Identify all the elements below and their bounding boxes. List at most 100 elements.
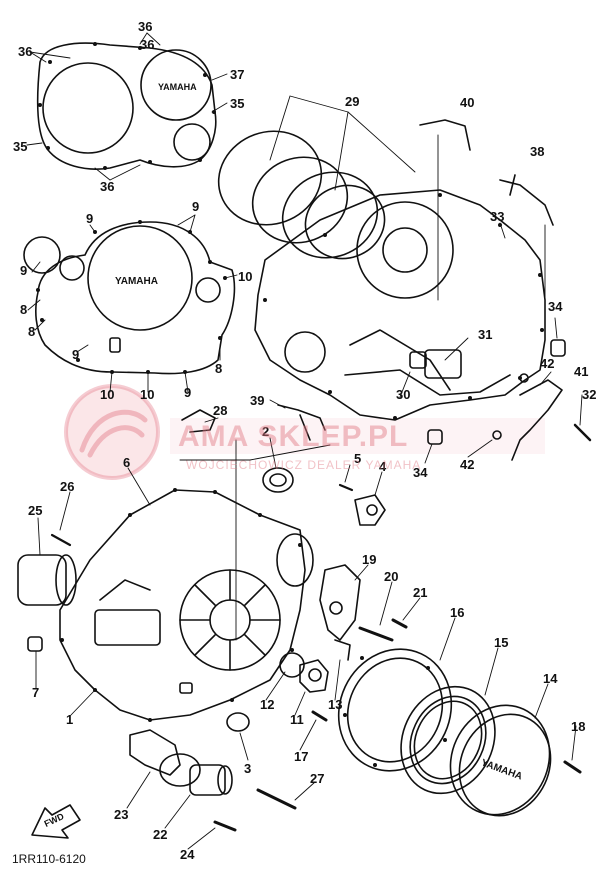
- callout-8-b: 8: [28, 324, 36, 339]
- callout-2: 2: [262, 424, 270, 439]
- bolt-17: [311, 710, 328, 722]
- callout-10-a: 10: [238, 269, 253, 284]
- cover-gasket-mid: YAMAHA: [23, 220, 236, 375]
- yamaha-logo-text-3: YAMAHA: [479, 758, 523, 783]
- callout-14: 14: [543, 671, 558, 686]
- bracket-38: [499, 174, 554, 226]
- callout-8-a: 8: [20, 302, 28, 317]
- callout-10-c: 10: [140, 387, 155, 402]
- plate-19: [319, 564, 361, 641]
- callout-8-c: 8: [215, 361, 223, 376]
- bolt-32: [573, 423, 592, 442]
- yamaha-logo-text-1: YAMAHA: [158, 82, 197, 92]
- callout-9-b: 9: [192, 199, 200, 214]
- oring-12: [279, 652, 305, 678]
- bolt-18: [563, 760, 582, 774]
- callout-9-e: 9: [20, 263, 28, 278]
- watermark-name: AMA SKLEP.PL: [178, 420, 409, 453]
- seal-2: [262, 467, 294, 493]
- callout-11: 11: [290, 712, 304, 727]
- callout-15: 15: [494, 635, 509, 650]
- callout-42-top: 42: [540, 356, 555, 371]
- callout-39: 39: [250, 393, 265, 408]
- watermark-logo-icon: [64, 384, 160, 480]
- dowel-34b: [427, 429, 443, 445]
- bracket-40: [419, 119, 471, 151]
- bolt-27: [256, 788, 297, 810]
- callout-22: 22: [153, 827, 168, 842]
- callout-9-a: 9: [86, 211, 94, 226]
- callout-17: 17: [294, 749, 309, 764]
- callout-6: 6: [123, 455, 131, 470]
- callout-31: 31: [478, 327, 493, 342]
- callout-29: 29: [345, 94, 360, 109]
- cover-gasket-top: YAMAHA: [36, 42, 217, 170]
- starter-motor-25: [17, 533, 77, 606]
- crankcase-cover-6: [59, 439, 331, 722]
- callout-36-bottom: 36: [100, 179, 115, 194]
- callout-40: 40: [460, 95, 475, 110]
- callout-34-top: 34: [548, 299, 563, 314]
- actuator-22-23: [129, 729, 233, 796]
- bolt-24: [213, 820, 237, 832]
- lever-41: [511, 379, 563, 461]
- fwd-arrow-icon: [31, 804, 81, 839]
- bolt-5: [338, 483, 354, 492]
- callout-38: 38: [530, 144, 545, 159]
- callout-4: 4: [379, 459, 387, 474]
- callout-32: 32: [582, 387, 597, 402]
- callout-1: 1: [66, 712, 74, 727]
- callout-25: 25: [28, 503, 43, 518]
- gasket-16: [337, 648, 453, 772]
- callout-36-left: 36: [18, 44, 33, 59]
- callout-18: 18: [571, 719, 586, 734]
- callout-9-d: 9: [184, 385, 192, 400]
- bolt-21: [391, 618, 408, 629]
- plug-11: [299, 659, 329, 693]
- plate-4: [354, 494, 386, 526]
- seal-ring-15: [400, 685, 496, 795]
- cover-14: YAMAHA: [449, 704, 552, 817]
- clip-28: [181, 409, 216, 433]
- callout-42-bottom: 42: [460, 457, 475, 472]
- callout-30: 30: [396, 387, 411, 402]
- crankcase-gasket: [254, 189, 546, 421]
- yamaha-logo-text-2: YAMAHA: [115, 276, 158, 287]
- bracket-13: [334, 639, 351, 661]
- leader-lines: [26, 32, 583, 850]
- callout-24: 24: [180, 847, 195, 862]
- callout-19: 19: [362, 552, 377, 567]
- callout-27: 27: [310, 771, 325, 786]
- callout-36-mid: 36: [140, 37, 155, 52]
- callout-5: 5: [354, 451, 362, 466]
- washer-42b: [492, 430, 502, 440]
- callout-10-b: 10: [100, 387, 115, 402]
- seal-rings: [217, 130, 386, 260]
- callout-9-c: 9: [72, 347, 80, 362]
- callout-35-right: 35: [230, 96, 245, 111]
- callout-20: 20: [384, 569, 399, 584]
- callout-26: 26: [60, 479, 75, 494]
- watermark-band: [170, 418, 545, 454]
- dowel-7: [27, 636, 43, 652]
- callout-37: 37: [230, 67, 245, 82]
- callout-34-bottom: 34: [413, 465, 428, 480]
- callout-28: 28: [213, 403, 228, 418]
- callout-7: 7: [32, 685, 40, 700]
- dowel-34a: [550, 339, 566, 357]
- callout-35-left: 35: [13, 139, 28, 154]
- callout-41: 41: [574, 364, 589, 379]
- collar-3: [226, 712, 250, 732]
- callout-12: 12: [260, 697, 275, 712]
- diagram-code: 1RR110-6120: [12, 852, 86, 866]
- callout-3: 3: [244, 761, 252, 776]
- callout-16: 16: [450, 605, 465, 620]
- bracket-39: [277, 404, 326, 441]
- callout-23: 23: [114, 807, 129, 822]
- callout-13: 13: [328, 697, 343, 712]
- callout-36-top: 36: [138, 19, 153, 34]
- callout-21: 21: [413, 585, 428, 600]
- bolt-20: [358, 626, 394, 642]
